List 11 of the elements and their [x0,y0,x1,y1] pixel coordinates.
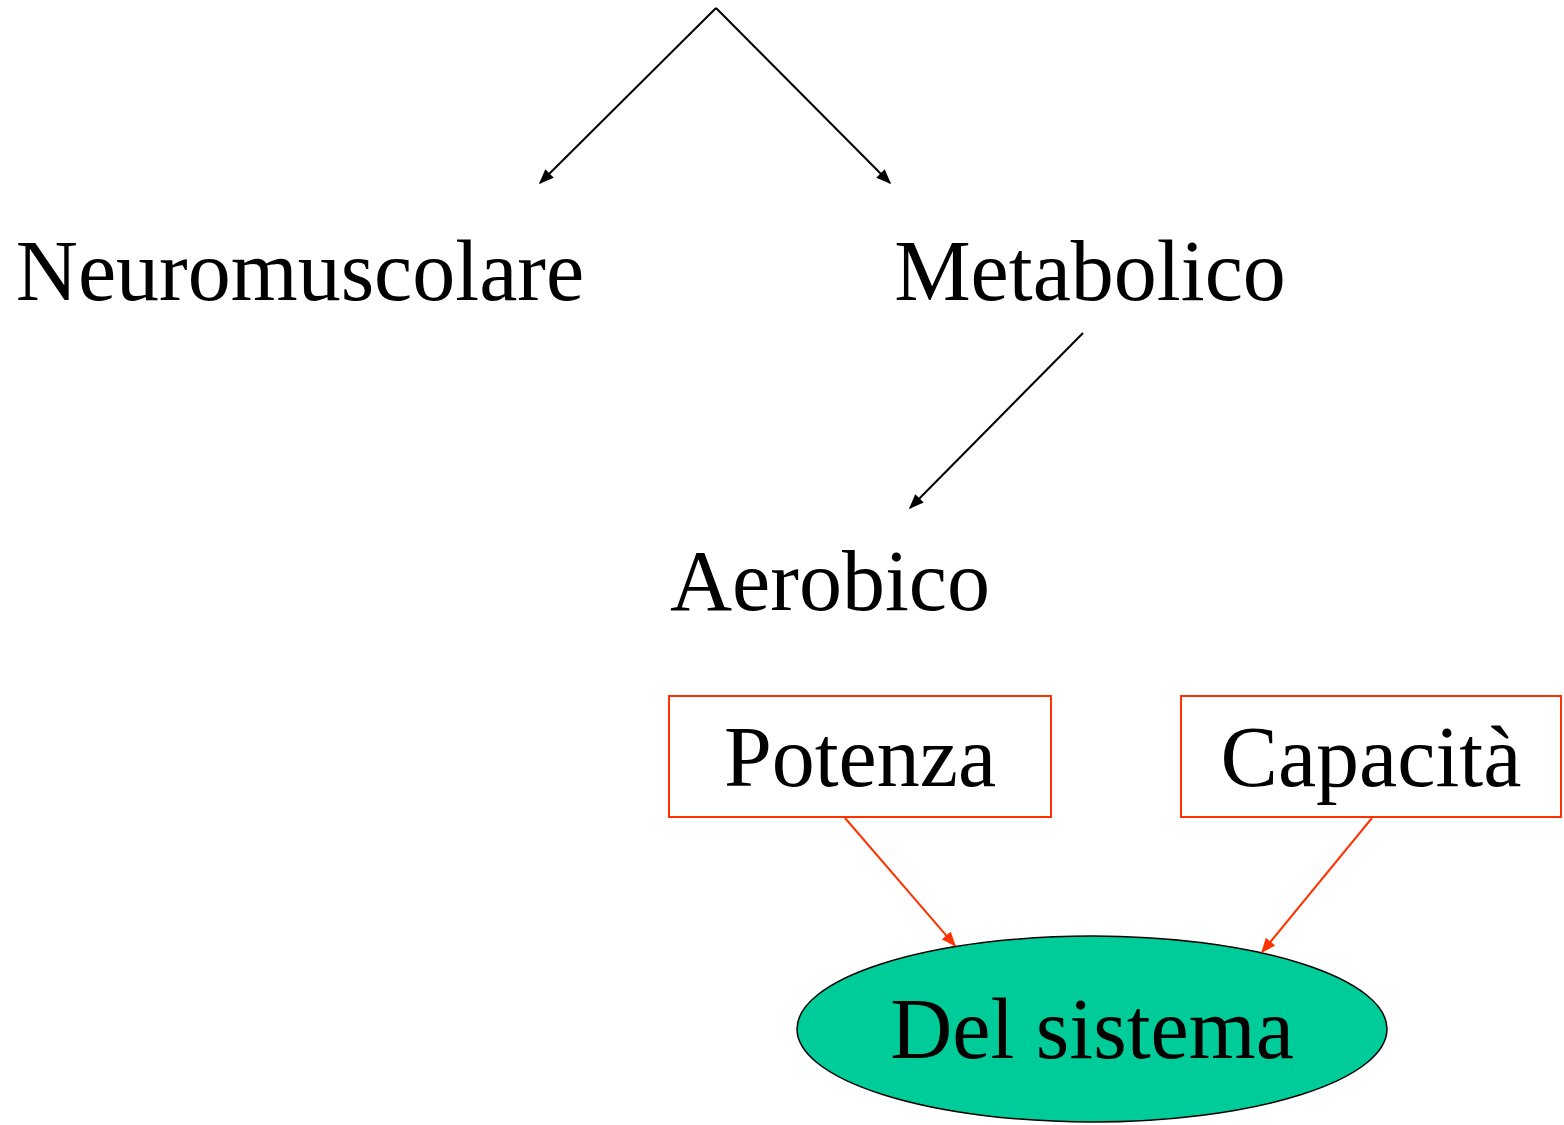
arrow [844,817,956,947]
system-ellipse: Del sistema [796,935,1388,1123]
category-label: Metabolico [890,183,1290,333]
arrow [908,332,1084,510]
property-box: Potenza [668,695,1052,818]
arrow [538,7,717,185]
category-label: Aerobico [660,508,1000,618]
property-box: Capacità [1180,695,1562,818]
arrow [715,7,892,185]
arrow [1261,817,1373,954]
category-label: Neuromuscolare [10,183,590,313]
